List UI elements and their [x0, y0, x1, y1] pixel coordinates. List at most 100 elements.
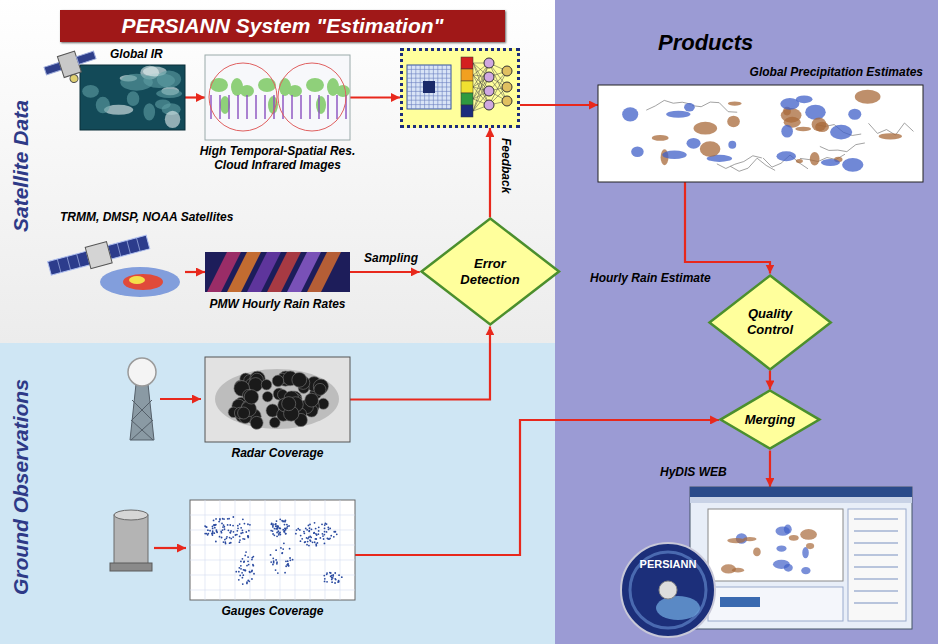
illustration-part — [329, 528, 331, 530]
illustration-part — [848, 109, 861, 120]
illustration-part — [285, 533, 287, 535]
node-illustration — [598, 85, 923, 182]
illustration-part — [308, 530, 310, 532]
neural-network-box — [400, 48, 520, 128]
illustration-part — [446, 65, 447, 109]
illustration-part — [854, 554, 898, 556]
diamond-label: Error Detection — [451, 256, 529, 287]
illustration-part — [323, 538, 325, 540]
illustration-part — [222, 526, 224, 528]
illustration-part — [473, 63, 489, 105]
illustration-part — [848, 509, 906, 621]
illustration-part — [309, 523, 311, 525]
illustration-part — [842, 158, 863, 172]
illustration-part — [239, 541, 241, 543]
radar-map-panel: Radar Coverage — [205, 357, 350, 442]
illustration-part — [326, 523, 328, 525]
illustration-part — [306, 544, 308, 546]
illustration-part — [727, 116, 740, 128]
illustration-part — [80, 65, 185, 130]
illustration-part — [57, 259, 61, 273]
illustration-part — [237, 95, 239, 119]
illustration-part — [324, 580, 326, 582]
flow-arrow — [685, 182, 770, 274]
illustration-part — [157, 71, 181, 88]
illustration-part — [237, 527, 239, 529]
illustration-part — [221, 523, 223, 525]
illustration-part — [281, 552, 283, 554]
background-part — [128, 358, 156, 386]
illustration-part — [273, 562, 275, 564]
feed-arrow — [160, 398, 201, 400]
illustration-part — [229, 524, 231, 526]
illustration-part — [243, 560, 245, 562]
illustration-part — [743, 537, 756, 541]
illustration-part — [77, 254, 81, 268]
illustration-part — [484, 58, 494, 68]
illustration-part — [334, 531, 336, 533]
flow-arrow — [185, 96, 205, 98]
caption-text: HyDIS WEB — [660, 465, 780, 479]
illustration-part — [334, 578, 336, 580]
illustration-part — [812, 118, 827, 132]
illustration-part — [282, 548, 284, 550]
illustration-part — [296, 529, 298, 531]
illustration-part — [300, 535, 302, 537]
illustration-part — [272, 526, 274, 528]
illustration-part — [239, 523, 241, 525]
flow-arrow — [185, 271, 205, 273]
illustration-part — [270, 554, 272, 556]
illustration-part — [276, 527, 278, 529]
illustration-part — [727, 538, 745, 543]
illustration-part — [120, 74, 152, 91]
background-part — [131, 420, 153, 440]
illustration-part — [282, 521, 284, 523]
illustration-part — [261, 379, 271, 389]
illustration-part — [282, 397, 296, 411]
illustration-part — [215, 518, 217, 520]
illustration-part — [247, 523, 249, 525]
illustration-part — [226, 536, 228, 538]
illustration-part — [233, 531, 235, 533]
node-illustration — [205, 55, 350, 140]
rain-gauge — [110, 510, 152, 571]
illustration-part — [776, 151, 796, 161]
cloud-image-panel: High Temporal-Spatial Res. Cloud Infrare… — [205, 55, 350, 140]
illustration-part — [289, 557, 291, 559]
illustration-part — [165, 111, 180, 128]
illustration-part — [309, 95, 311, 119]
illustration-part — [289, 559, 291, 561]
illustration-part — [57, 51, 81, 77]
illustration-part — [67, 256, 71, 270]
illustration-part — [247, 535, 249, 537]
illustration-part — [334, 572, 336, 574]
illustration-part — [238, 579, 240, 581]
illustration-part — [284, 527, 286, 529]
illustration-part — [270, 561, 272, 563]
caption-text: Radar Coverage — [200, 446, 355, 460]
illustration-part — [652, 135, 669, 141]
illustration-part — [283, 542, 285, 544]
illustration-part — [244, 538, 246, 540]
illustration-part — [292, 372, 307, 387]
diamond-label: Quality Control — [739, 306, 801, 337]
ground-region-ground — [0, 343, 555, 644]
illustration-part — [284, 521, 286, 523]
illustration-part — [247, 535, 249, 537]
illustration-part — [297, 528, 299, 530]
illustration-part — [212, 528, 214, 530]
caption-text: Global Precipitation Estimates — [693, 65, 923, 79]
illustration-part — [100, 267, 180, 297]
ir-image-panel: Global IR — [80, 65, 185, 130]
illustration-part — [230, 542, 232, 544]
illustration-part — [308, 530, 310, 532]
illustration-part — [781, 125, 793, 138]
illustration-part — [240, 565, 242, 567]
illustration-part — [830, 125, 852, 140]
illustration-part — [318, 526, 320, 528]
illustration-part — [212, 525, 214, 527]
illustration-part — [252, 565, 254, 567]
illustration-part — [276, 525, 278, 527]
gauge-map-panel: Gauges Coverage — [190, 500, 355, 600]
illustration-part — [666, 111, 690, 118]
